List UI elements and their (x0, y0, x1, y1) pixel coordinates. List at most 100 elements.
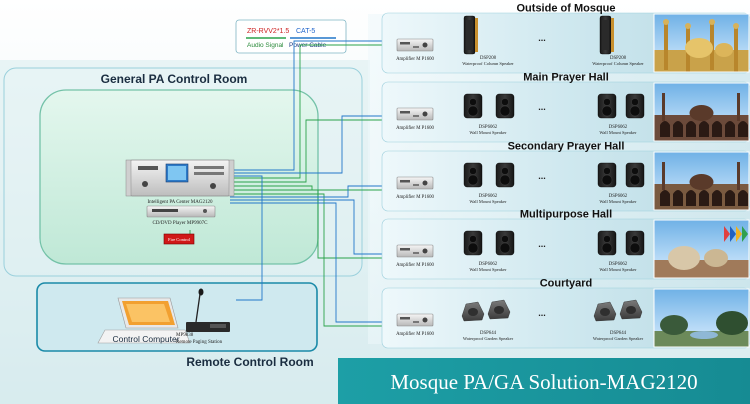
hall-dome (689, 105, 714, 121)
wall-speaker-woofer (499, 174, 511, 186)
hall-dome (689, 174, 714, 190)
hall-flag (724, 226, 730, 242)
speaker-left-model: DSP644 (480, 331, 497, 336)
garden-speaker-driver (600, 308, 610, 316)
amplifier-label: Amplifier M P1600 (396, 57, 434, 62)
hall-tower (737, 162, 740, 190)
column-speaker-grille (602, 20, 609, 50)
speaker-left-label: Wall Mount Speaker (469, 130, 507, 135)
speaker-right-label: Waterproof Garden Speaker (593, 336, 644, 341)
hall-tower (662, 162, 665, 190)
column-speaker-grille (466, 20, 473, 50)
wall-speaker-woofer (601, 174, 613, 186)
hall-arch (660, 121, 670, 137)
amplifier-unit (396, 107, 434, 121)
wiring (189, 40, 395, 327)
paging-mic-stem (195, 293, 201, 323)
hall-dome (668, 246, 700, 270)
amplifier-label: Amplifier M P1600 (396, 195, 434, 200)
hall-arch (725, 121, 735, 137)
speaker-right-label: Wall Mount Speaker (599, 267, 637, 272)
hall-arch (686, 121, 696, 137)
amplifier-label: Amplifier M P1600 (396, 263, 434, 268)
power-wire-courtyard (230, 202, 395, 323)
hall-arch (699, 190, 709, 206)
wall-speaker-tweeter (501, 98, 509, 106)
hall-flag (736, 226, 742, 242)
hall-arch (673, 121, 683, 137)
zone-title: Courtyard (540, 278, 593, 290)
photo-image (654, 152, 749, 210)
speaker-right-model: DSP6062 (609, 194, 628, 199)
power-cable-spec: CAT-5 (296, 28, 315, 35)
wall-speaker-tweeter (469, 167, 477, 175)
amplifier-display (400, 42, 410, 45)
laptop-base (97, 329, 191, 344)
wall-speaker-woofer (467, 174, 479, 186)
control-computer-label: Control Computer (112, 334, 179, 344)
cable-legend: ZR-RVV2*1.5 CAT-5 Audio Signal Power Cab… (235, 19, 347, 54)
garden-speaker-driver (468, 308, 478, 316)
wall-speaker-woofer (467, 105, 479, 117)
solution-banner: Mosque PA/GA Solution-MAG2120 (338, 358, 750, 404)
zone-dots-separator: ... (538, 102, 546, 112)
wall-speaker-tweeter (631, 98, 639, 106)
hall-arch (712, 190, 722, 206)
wall-speaker-woofer (499, 105, 511, 117)
amplifier-switch (413, 184, 419, 186)
wall-speaker-woofer (629, 174, 641, 186)
hall-arch (738, 121, 748, 137)
pa-center-rack: Intelligent PA Center MAG2120 CD/DVD Pla… (125, 159, 235, 245)
zone-dots-separator: ... (538, 308, 546, 318)
zone-title: Secondary Prayer Hall (508, 141, 625, 153)
mosque-minaret (664, 22, 668, 70)
audio-wire-multipurpose (230, 189, 395, 259)
remote-paging-wire (230, 175, 263, 301)
amplifier-knob (422, 111, 428, 117)
amplifier-knob (422, 42, 428, 48)
courtyard-tree (660, 315, 688, 335)
control-room-title: General PA Control Room (101, 72, 248, 86)
photo-frame (653, 13, 750, 73)
audio-wire-courtyard (230, 193, 395, 327)
paging-mic-head (198, 288, 204, 296)
zone-title: Multipurpose Hall (520, 209, 612, 221)
wall-speaker-tweeter (631, 235, 639, 243)
hall-arch (686, 190, 696, 206)
wall-speaker-woofer (601, 105, 613, 117)
hall-arch (673, 190, 683, 206)
mosque-dome (685, 38, 713, 58)
speaker-left-model: DSP6062 (479, 262, 498, 267)
courtyard-fountain (690, 331, 718, 339)
hall-base (654, 260, 749, 278)
amplifier-unit (396, 176, 434, 190)
zone-dots-separator: ... (538, 33, 546, 43)
wall-speaker-tweeter (603, 235, 611, 243)
wall-speaker-woofer (601, 242, 613, 254)
speaker-left-model: DSP208 (480, 56, 497, 61)
wall-speaker-tweeter (631, 167, 639, 175)
wall-speaker-woofer (467, 242, 479, 254)
mosque-minaret-top (733, 23, 739, 29)
hall-dome (704, 249, 728, 267)
wall-speaker-tweeter (469, 98, 477, 106)
amplifier-switch (413, 115, 419, 117)
speaker-left-model: DSP6062 (479, 125, 498, 130)
speaker-left-model: DSP6062 (479, 194, 498, 199)
photo-image (654, 289, 749, 347)
photo-frame (653, 219, 750, 279)
fire-control-label: Fire Control (168, 237, 191, 242)
wall-speaker-woofer (499, 242, 511, 254)
wall-speaker-tweeter (603, 98, 611, 106)
dvd-player-unit (146, 205, 216, 218)
paging-station-label: Remote Paging Station (176, 340, 223, 345)
hall-flag (742, 226, 748, 242)
speaker-left-label: Waterproof Garden Speaker (463, 336, 514, 341)
